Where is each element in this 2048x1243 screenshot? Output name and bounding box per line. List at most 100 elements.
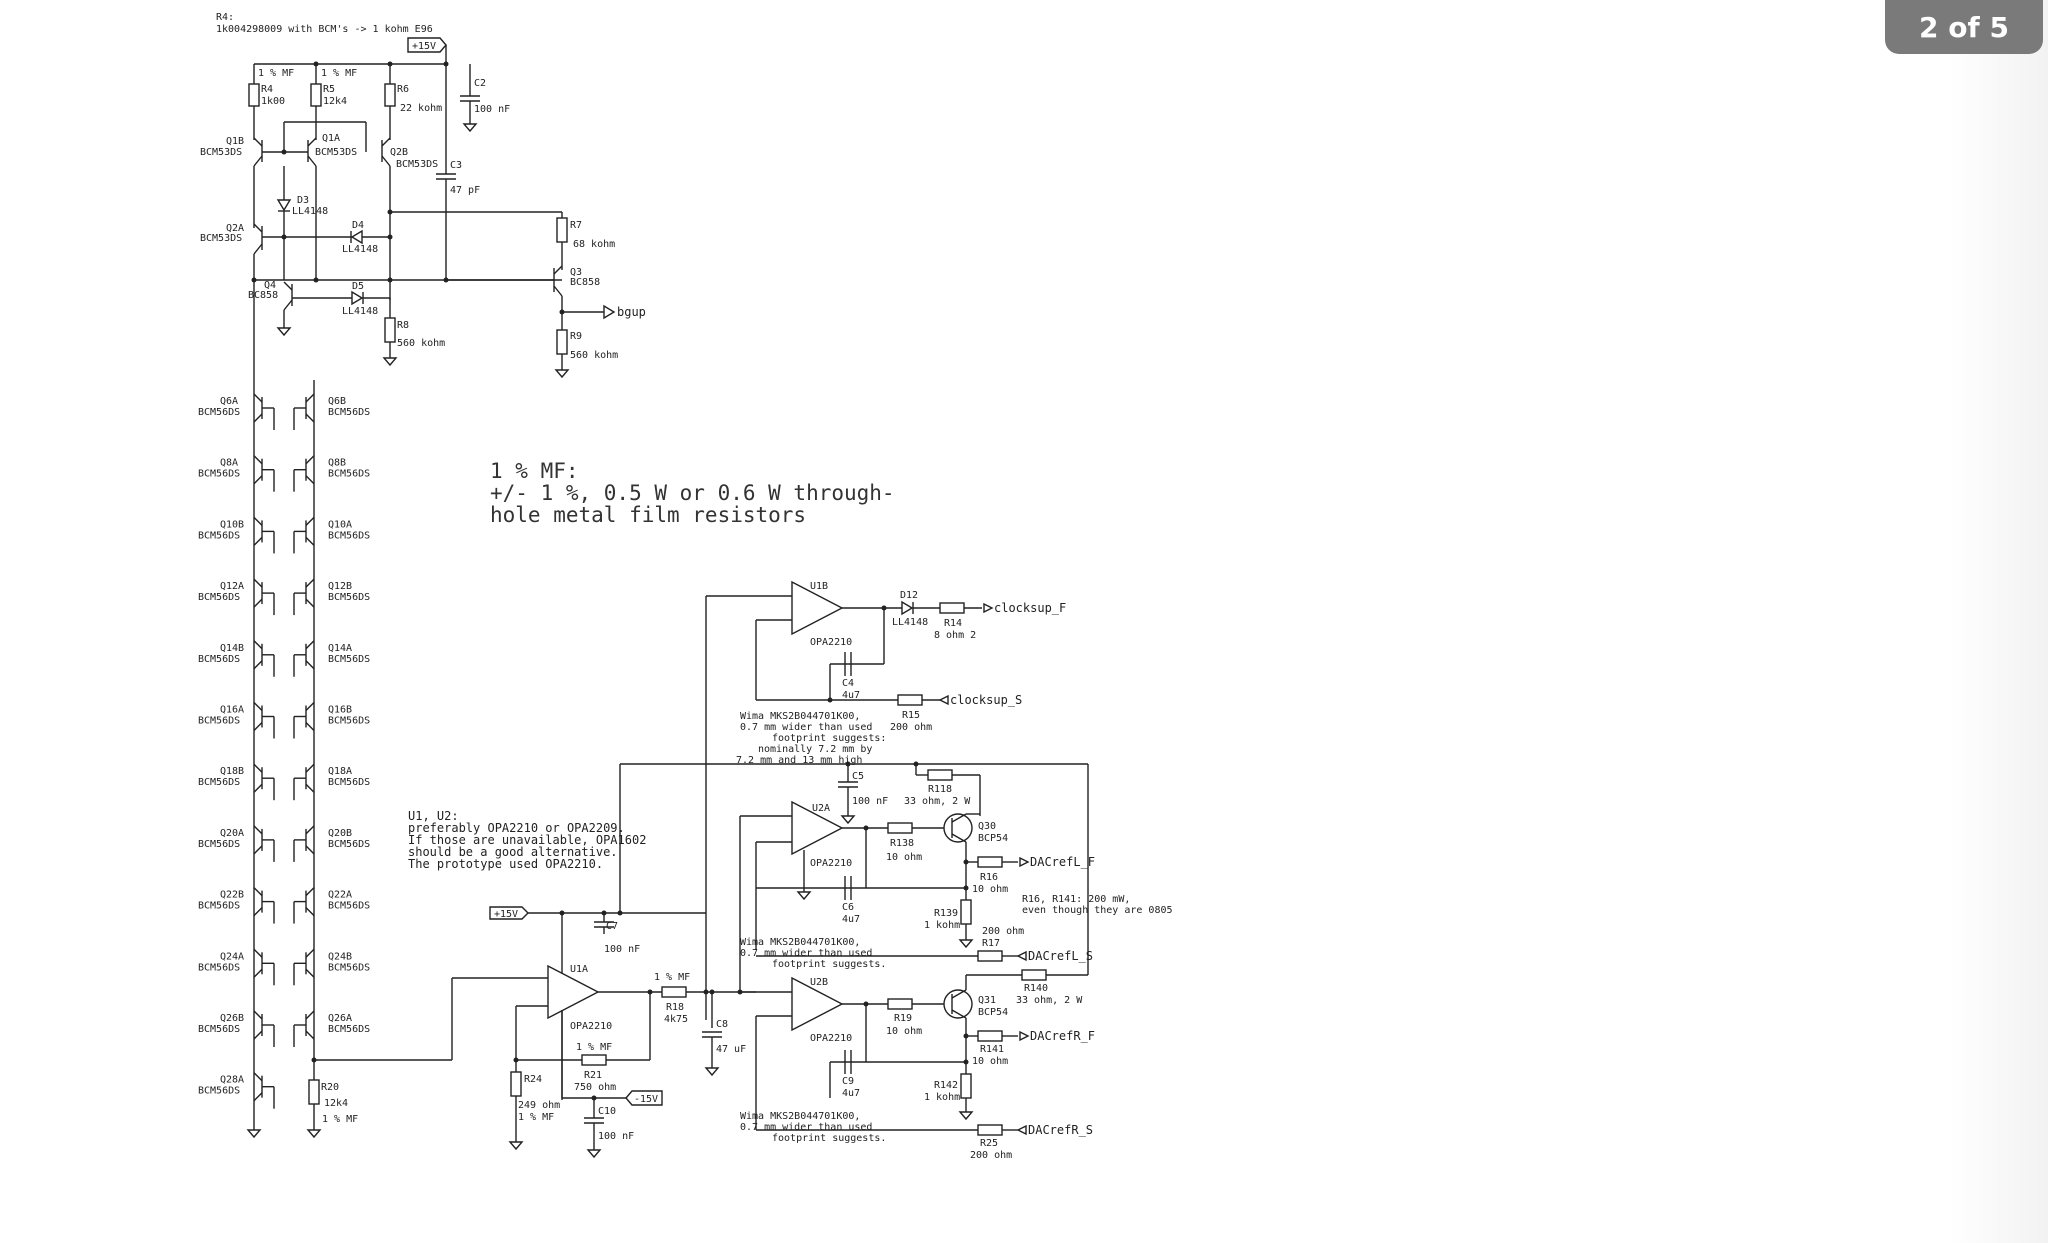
r7-val: 68 kohm [573, 239, 615, 250]
r5-ref: R5 [323, 84, 335, 95]
r141-ref: R141 [980, 1044, 1004, 1055]
page-counter: 2 of 5 [1885, 0, 2043, 54]
ladder-transistor-ref: Q18A [328, 766, 352, 777]
r14-ref: R14 [944, 618, 962, 629]
resistor-r18 [661, 986, 687, 998]
resistor-r20 [308, 1079, 320, 1105]
q30-ref: Q30 [978, 821, 996, 832]
c5-val: 100 nF [852, 796, 888, 807]
resistor-r24 [510, 1071, 522, 1097]
resistor-r118 [927, 769, 953, 781]
mf-tag-f: 1 % MF [518, 1112, 554, 1123]
power-flag-neg-label: -15V [634, 1094, 658, 1105]
resistor-r8 [384, 317, 396, 343]
u1b-val: OPA2210 [810, 637, 852, 648]
r15-val: 200 ohm [890, 722, 932, 733]
r9-ref: R9 [570, 331, 582, 342]
ladder-transistor-ref: Q22B [220, 890, 244, 901]
net-flag-clocksup-s [938, 694, 949, 706]
ladder-right: Q6BBCM56DSQ8BBCM56DSQ10ABCM56DSQ12BBCM56… [293, 393, 370, 1047]
ladder-transistor-val: BCM56DS [328, 716, 370, 727]
c3-val: 47 pF [450, 185, 480, 196]
ladder-transistor [253, 578, 275, 616]
net-clocksup-s-label: clocksup_S [950, 693, 1022, 707]
page-edge-shadow [1948, 0, 2048, 1243]
ladder-transistor [293, 763, 315, 801]
q1a-ref: Q1A [322, 133, 340, 144]
ladder-transistor [293, 948, 315, 986]
r139-val: 1 kohm [924, 920, 960, 931]
q31-collector [951, 989, 967, 999]
wima1-line1: Wima MKS2B044701K00, [740, 711, 860, 722]
ladder-transistor-ref: Q20B [328, 828, 352, 839]
ladder-transistor-val: BCM56DS [198, 592, 240, 603]
u1u2-note-line4: should be a good alternative. [408, 845, 618, 859]
opamp-u2b [791, 976, 844, 1032]
resistor-r19 [887, 998, 913, 1010]
c5-ref: C5 [852, 771, 864, 782]
ladder-transistor [293, 393, 315, 430]
q30-val: BCP54 [978, 833, 1008, 844]
ladder-transistor [253, 763, 275, 801]
wima3-line3: footprint suggests. [772, 1133, 886, 1144]
r20-ref: R20 [321, 1082, 339, 1093]
net-bgup-label: bgup [617, 305, 646, 319]
resistor-r15 [897, 694, 923, 706]
r18-ref: R18 [666, 1002, 684, 1013]
r19-val: 10 ohm [886, 1026, 922, 1037]
ladder-transistor-val: BCM56DS [328, 530, 370, 541]
q30-emitter [951, 833, 967, 843]
ladder-transistor-ref: Q8A [220, 458, 238, 469]
power-flag-pos-mid-label: +15V [494, 909, 518, 920]
ladder-transistor-ref: Q26B [220, 1013, 244, 1024]
resistor-r139 [960, 899, 972, 925]
net-dacrefl-s-label: DACrefL_S [1028, 949, 1093, 963]
ladder-transistor [253, 640, 275, 677]
q1a-val: BCM53DS [315, 147, 357, 158]
power-flag-pos-top [407, 37, 447, 53]
resistor-r4 [248, 83, 260, 107]
ladder-transistor-ref: Q10A [328, 519, 352, 530]
ladder-transistor-val: BCM56DS [328, 654, 370, 665]
opamp-u1a [547, 964, 600, 1020]
ladder-transistor-val: BCM56DS [198, 1086, 240, 1097]
net-flag-dacrefr-f [1019, 1030, 1030, 1042]
resistor-r17 [977, 950, 1003, 962]
resistor-r21 [581, 1054, 607, 1066]
r21-val: 750 ohm [574, 1082, 616, 1093]
d12-val: LL4148 [892, 617, 928, 628]
r139-ref: R139 [934, 908, 958, 919]
c10-ref: C10 [598, 1106, 616, 1117]
ladder-transistor [253, 393, 275, 430]
ladder-transistor [293, 578, 315, 616]
ladder-transistor-ref: Q28A [220, 1075, 244, 1086]
ground-symbol [958, 1111, 974, 1121]
q2a-ref: Q2A [226, 223, 244, 234]
r8-val: 560 kohm [397, 338, 445, 349]
q2b-ref: Q2B [390, 147, 408, 158]
net-clocksup-f-label: clocksup_F [994, 601, 1066, 615]
u2a-ref: U2A [812, 803, 830, 814]
u1u2-note-line3: If those are unavailable, OPA1602 [408, 833, 646, 847]
transistor-q2a [253, 223, 263, 255]
r20-val: 12k4 [324, 1098, 348, 1109]
mf-note-line1: 1 % MF: [490, 459, 579, 483]
u1b-ref: U1B [810, 581, 828, 592]
net-flag-dacrefl-f [1019, 856, 1030, 868]
r118-val: 33 ohm, 2 W [904, 796, 971, 807]
ladder-transistor [253, 1010, 275, 1047]
ground-symbol [554, 369, 570, 379]
r17-ref: R17 [982, 938, 1000, 949]
r142-ref: R142 [934, 1080, 958, 1091]
ladder-transistor-ref: Q8B [328, 458, 346, 469]
ladder-transistor-val: BCM56DS [328, 901, 370, 912]
ladder-transistor-ref: Q16B [328, 705, 352, 716]
resistor-r7 [556, 217, 568, 243]
r6-val: 22 kohm [400, 103, 442, 114]
ladder-transistor-ref: Q20A [220, 828, 244, 839]
junction-dots [251, 61, 969, 1101]
net-flag-dacrefl-s [1016, 950, 1027, 962]
ladder-transistor-ref: Q14A [328, 643, 352, 654]
r25-ref: R25 [980, 1138, 998, 1149]
transistor-q31 [943, 989, 973, 1019]
